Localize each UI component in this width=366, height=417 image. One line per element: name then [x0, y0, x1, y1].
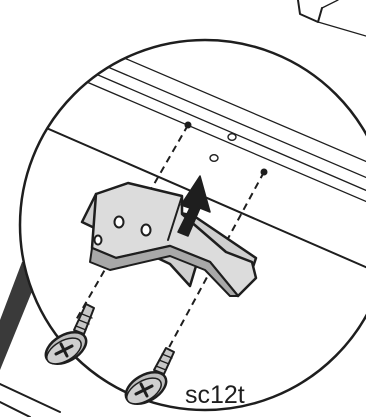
background-part-corner — [298, 0, 366, 36]
part-label: sc12t — [185, 381, 245, 409]
